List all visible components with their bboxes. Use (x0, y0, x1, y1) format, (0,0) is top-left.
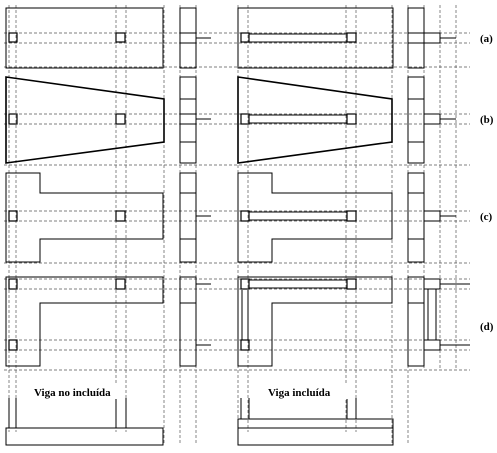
row-b-right-plan (237, 76, 393, 164)
elevation-beam-not-included (5, 398, 164, 446)
row-label-b: (b) (480, 114, 494, 126)
row-c-right-section (407, 172, 456, 263)
row-a-right-plan (237, 7, 394, 69)
row-c-left-section (179, 172, 211, 263)
elevation-beam-included (237, 398, 394, 446)
row-c-left-plan (5, 172, 164, 263)
caption-beam-not-included: Viga no incluída (34, 387, 111, 399)
row-label-a: (a) (480, 33, 493, 45)
row-label-d: (d) (480, 321, 494, 333)
row-b-left-plan (5, 76, 165, 164)
row-b-right-section (407, 76, 456, 164)
solid-outlines (5, 7, 470, 446)
row-a-left-section (179, 7, 211, 69)
row-a-right-section (407, 7, 456, 69)
row-d-left-plan (5, 276, 164, 367)
row-label-c: (c) (480, 211, 493, 223)
row-c-right-plan (237, 172, 393, 263)
row-d-left-section (179, 276, 211, 367)
row-d-right-plan (237, 276, 393, 367)
row-a-left-plan (5, 7, 164, 69)
row-d-right-section (407, 276, 470, 367)
row-b-left-section (179, 76, 211, 164)
caption-beam-included: Viga incluída (268, 387, 331, 399)
dashed-grid (4, 5, 470, 445)
